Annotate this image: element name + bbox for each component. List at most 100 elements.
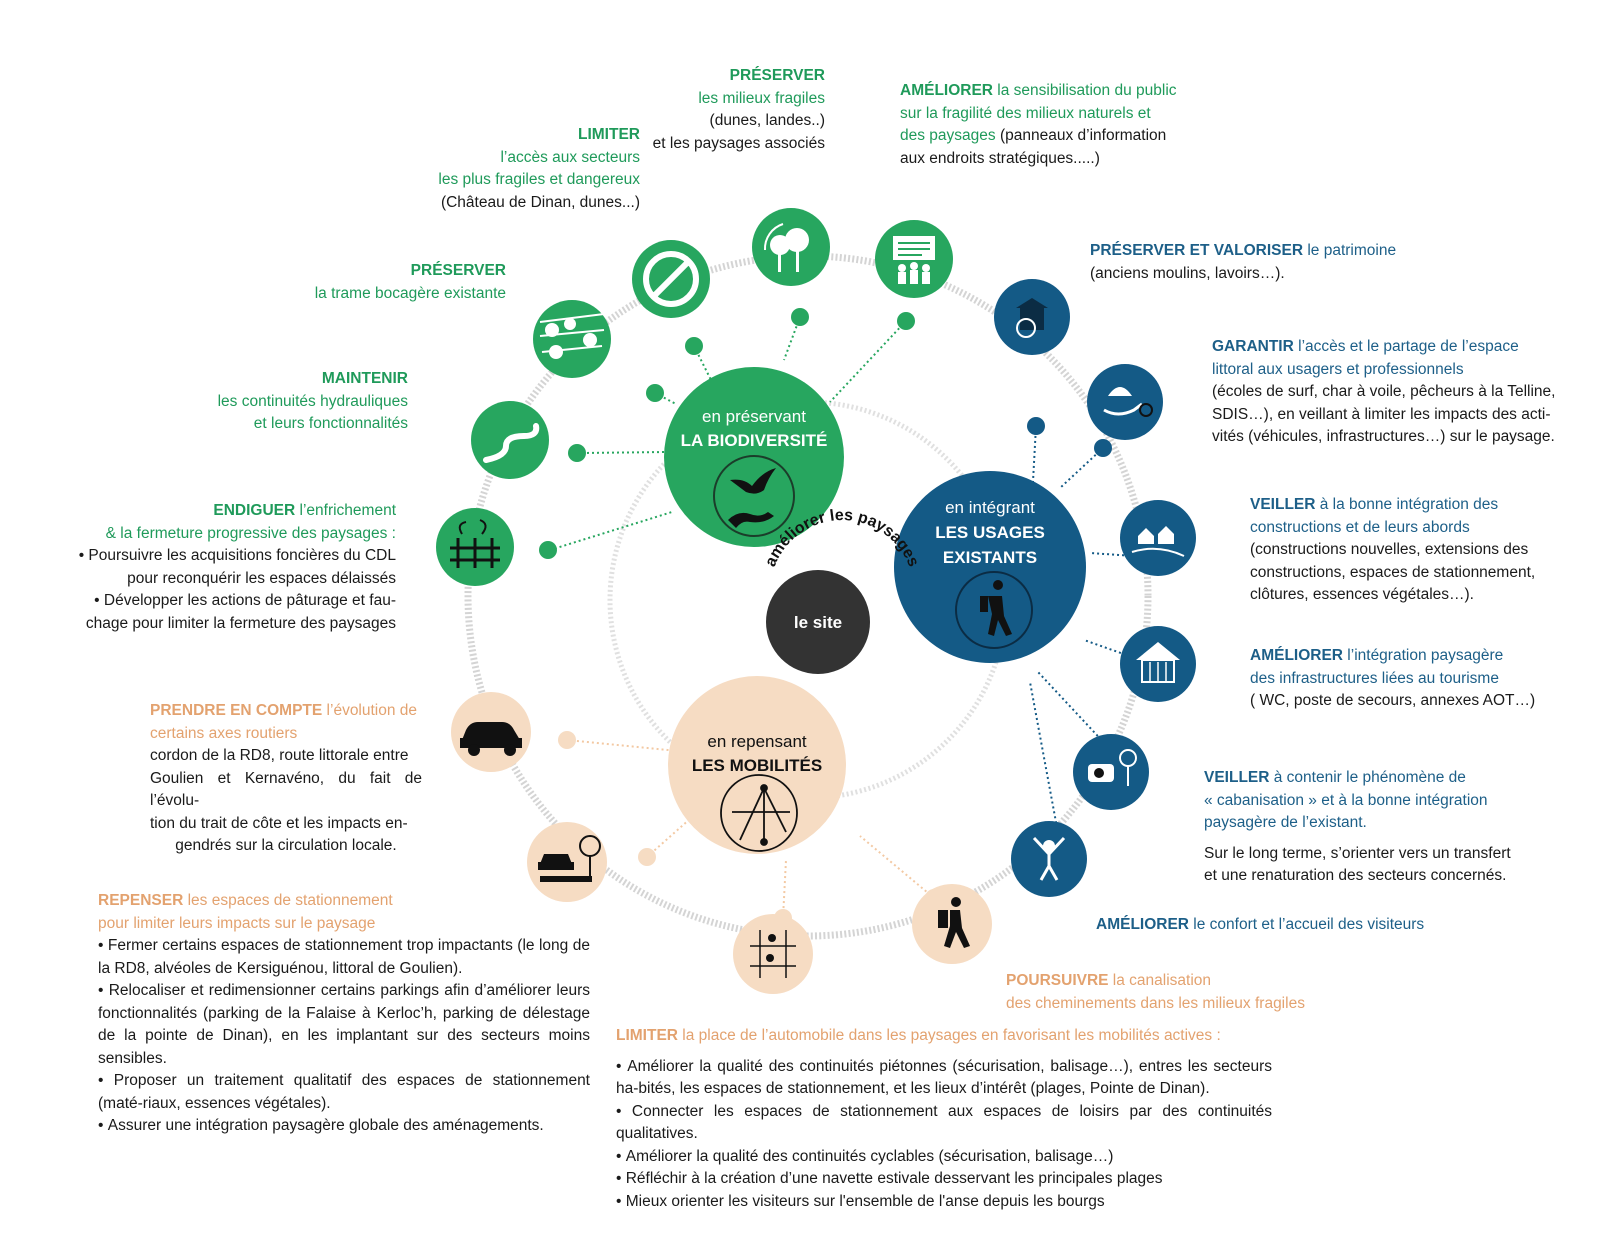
kw-poursuivre: POURSUIVRE bbox=[1006, 972, 1109, 989]
text-line: paysagère de l’existant. bbox=[1204, 814, 1367, 831]
kw-ameliorer-sensibilisation: AMÉLIORER bbox=[900, 82, 993, 99]
kw-maintenir: MAINTENIR bbox=[321, 370, 408, 387]
item-preserver-trame: PRÉSERVER la trame bocagère existante bbox=[260, 260, 506, 305]
green-dots bbox=[539, 308, 915, 559]
kw-repenser: REPENSER bbox=[98, 892, 184, 909]
kw-veiller-cabanisation: VEILLER bbox=[1204, 769, 1270, 786]
cabin-icon bbox=[1120, 626, 1196, 702]
list-item: Mieux orienter les visiteurs sur l'ensem… bbox=[616, 1191, 1272, 1214]
information-board-icon bbox=[875, 220, 953, 298]
text-line: Goulien et Kernavéno, du fait de l’évolu… bbox=[150, 769, 422, 810]
kw-limiter-acces: LIMITER bbox=[578, 126, 640, 143]
hub-biodiversity-line2: LA BIODIVERSITÉ bbox=[681, 431, 828, 450]
text-line: clôtures, essences végétales…). bbox=[1250, 586, 1474, 603]
item-ameliorer-sensibilisation: AMÉLIORER la sensibilisation du public s… bbox=[900, 80, 1200, 170]
hub-usages-line3: EXISTANTS bbox=[943, 548, 1037, 567]
backpacker-icon bbox=[955, 571, 1033, 649]
item-limiter-auto: LIMITER la place de l’automobile dans le… bbox=[616, 1025, 1272, 1213]
text-line: chage pour limiter la fermeture des pays… bbox=[85, 614, 396, 632]
text-line: l’accès et le partage de l’espace bbox=[1293, 338, 1519, 355]
bird-lizard-icon bbox=[713, 455, 795, 537]
text-line: & la fermeture progressive des paysages … bbox=[105, 524, 396, 542]
item-preserver-milieux: PRÉSERVER les milieux fragiles (dunes, l… bbox=[600, 65, 825, 155]
text-line: l’évolution de bbox=[322, 702, 418, 719]
repenser-bullets: Fermer certains espaces de stationnement… bbox=[98, 935, 590, 1138]
text-line: tion du trait de côte et les impacts en- bbox=[150, 814, 408, 832]
hub-usages-line1: en intégrant bbox=[945, 498, 1035, 517]
kw-veiller-constructions: VEILLER bbox=[1250, 496, 1316, 513]
text-line: (Château de Dinan, dunes...) bbox=[440, 193, 640, 211]
kw-preserver-valoriser: PRÉSERVER ET VALORISER bbox=[1090, 242, 1304, 259]
bullet-text: Poursuivre les acquisitions foncières du… bbox=[88, 547, 396, 564]
item-limiter-acces: LIMITER l’accès aux secteurs les plus fr… bbox=[370, 124, 640, 214]
kw-preserver-trame: PRÉSERVER bbox=[410, 262, 506, 279]
text-line: des cheminements dans les milieux fragil… bbox=[1006, 994, 1305, 1012]
text-line: le patrimoine bbox=[1303, 242, 1397, 259]
river-icon bbox=[471, 401, 549, 479]
trees-cycle-icon bbox=[752, 208, 830, 286]
hub-usages: en intégrant LES USAGES EXISTANTS bbox=[894, 471, 1086, 663]
fence-plants-icon bbox=[436, 508, 514, 586]
text-line: (écoles de surf, char à voile, pêcheurs … bbox=[1212, 383, 1556, 400]
text-line: vités (véhicules, infrastructures…) sur … bbox=[1212, 428, 1555, 445]
hub-mobility-line2: LES MOBILITÉS bbox=[692, 756, 822, 775]
car-icon bbox=[451, 692, 531, 772]
center-label: le site bbox=[794, 613, 842, 632]
text-line: les continuités hydrauliques bbox=[217, 392, 408, 410]
item-endiguer: ENDIGUER l’enfrichement & la fermeture p… bbox=[70, 500, 396, 635]
limiter-auto-bullets: Améliorer la qualité des continuités pié… bbox=[616, 1056, 1272, 1214]
caravan-trees-icon bbox=[1073, 734, 1149, 810]
text-line: cordon de la RD8, route littorale entre bbox=[150, 747, 409, 764]
kw-limiter-auto: LIMITER bbox=[616, 1027, 678, 1044]
item-veiller-constructions: VEILLER à la bonne intégration des const… bbox=[1250, 494, 1566, 607]
text-line: la sensibilisation du public bbox=[993, 82, 1177, 99]
text-line: gendrés sur la circulation locale. bbox=[175, 837, 397, 854]
kw-endiguer: ENDIGUER bbox=[213, 502, 296, 519]
cheerful-person-icon bbox=[1011, 821, 1087, 897]
hub-biodiversity-line1: en préservant bbox=[702, 407, 806, 426]
text-line: (constructions nouvelles, extensions des bbox=[1250, 541, 1529, 558]
text-line: la place de l’automobile dans les paysag… bbox=[678, 1027, 1221, 1044]
text-line: des infrastructures liées au tourisme bbox=[1250, 669, 1499, 687]
text-line: Sur le long terme, s’orienter vers un tr… bbox=[1204, 844, 1511, 862]
hiker-icon bbox=[912, 884, 992, 964]
list-item: Fermer certains espaces de stationnement… bbox=[98, 935, 590, 980]
text-line: (dunes, landes..) bbox=[709, 112, 825, 129]
text-line: l’enfrichement bbox=[295, 502, 397, 519]
hedgerow-landscape-icon bbox=[533, 300, 611, 378]
list-item: Connecter les espaces de stationnement a… bbox=[616, 1101, 1272, 1146]
item-veiller-cabanisation: VEILLER à contenir le phénomène de « cab… bbox=[1204, 767, 1554, 888]
item-repenser: REPENSER les espaces de stationnement po… bbox=[98, 890, 590, 1138]
list-item: Réfléchir à la création d’une navette es… bbox=[616, 1168, 1272, 1191]
hub-biodiversity: en préservant LA BIODIVERSITÉ bbox=[664, 367, 844, 547]
text-line: constructions et de leurs abords bbox=[1250, 518, 1470, 536]
text-line: ( WC, poste de secours, annexes AOT…) bbox=[1250, 692, 1536, 709]
text-line: « cabanisation » et à la bonne intégrati… bbox=[1204, 791, 1488, 809]
text-line: (anciens moulins, lavoirs…). bbox=[1090, 264, 1285, 282]
item-prendre-en-compte: PRENDRE EN COMPTE l’évolution de certain… bbox=[150, 700, 422, 858]
list-item: Améliorer la qualité des continuités cyc… bbox=[616, 1146, 1272, 1169]
text-line: la trame bocagère existante bbox=[314, 284, 506, 302]
text-line: à contenir le phénomène de bbox=[1269, 769, 1466, 786]
text-line: sur la fragilité des milieux naturels et bbox=[900, 104, 1151, 122]
list-item: Proposer un traitement qualitatif des es… bbox=[98, 1070, 590, 1115]
parking-tree-icon bbox=[527, 822, 607, 902]
list-item: Relocaliser et redimensionner certains p… bbox=[98, 980, 590, 1070]
kw-ameliorer-confort: AMÉLIORER bbox=[1096, 916, 1189, 933]
kw-preserver-milieux: PRÉSERVER bbox=[729, 67, 825, 84]
item-ameliorer-confort: AMÉLIORER le confort et l’accueil des vi… bbox=[1096, 914, 1496, 937]
shellfish-hand-icon bbox=[1087, 364, 1163, 440]
text-line: les espaces de stationnement bbox=[183, 892, 393, 909]
text-line: et une renaturation des secteurs concern… bbox=[1204, 867, 1507, 884]
text-line: l’intégration paysagère bbox=[1343, 647, 1504, 664]
text-line: aux endroits stratégiques.....) bbox=[900, 149, 1100, 167]
hub-mobility-line1: en repensant bbox=[707, 732, 807, 751]
kw-prendre-en-compte: PRENDRE EN COMPTE bbox=[150, 702, 323, 719]
mill-icon bbox=[994, 279, 1070, 355]
bike-walk-routes-icon bbox=[733, 914, 813, 994]
item-garantir: GARANTIR l’accès et le partage de l’espa… bbox=[1212, 336, 1572, 449]
text-line: SDIS…), en veillant à limiter les impact… bbox=[1212, 405, 1551, 423]
text-line: (panneaux d’information bbox=[995, 127, 1167, 144]
text-line: certains axes routiers bbox=[150, 724, 298, 742]
